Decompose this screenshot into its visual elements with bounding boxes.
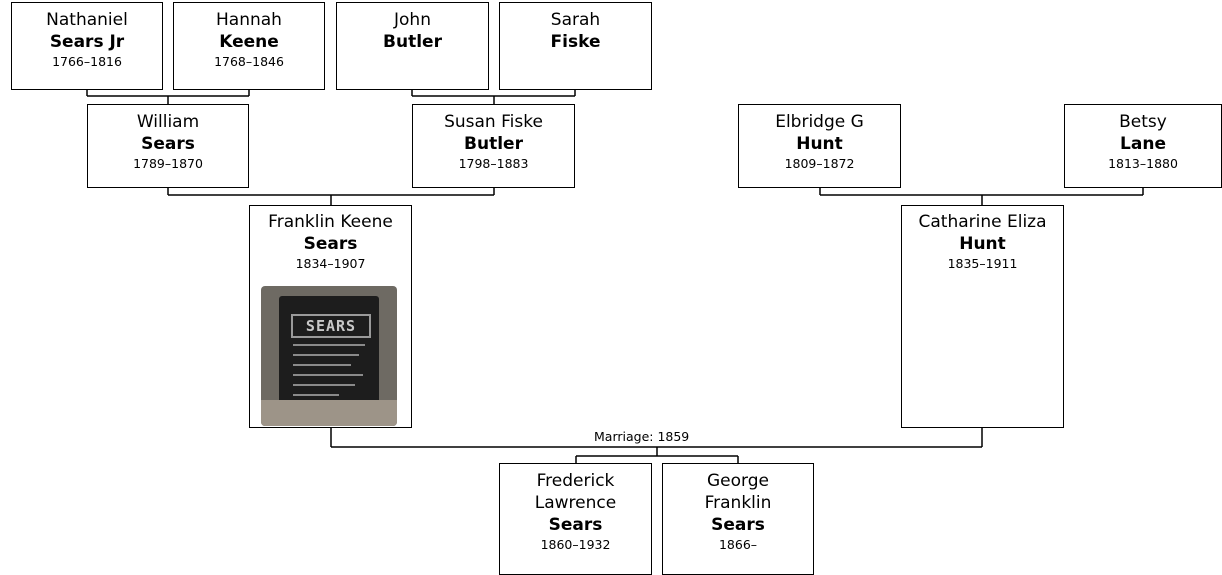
given-name: Franklin Keene [268, 212, 393, 232]
surname: Fiske [550, 32, 601, 52]
life-dates: 1813–1880 [1108, 156, 1178, 171]
surname: Sears [303, 234, 358, 254]
given-name: Hannah [216, 10, 282, 30]
surname: Keene [219, 32, 279, 52]
person-card-nathaniel[interactable]: Nathaniel Sears Jr 1766–1816 [11, 2, 163, 90]
surname: Hunt [796, 134, 843, 154]
marriage-label: Marriage: 1859 [592, 429, 692, 445]
ground [261, 400, 397, 426]
given-name: Sarah [550, 10, 601, 30]
person-card-hannah[interactable]: Hannah Keene 1768–1846 [173, 2, 325, 90]
person-card-franklin[interactable]: Franklin Keene Sears 1834–1907 SEARS [249, 205, 412, 428]
person-card-frederick[interactable]: Frederick Lawrence Sears 1860–1932 [499, 463, 652, 575]
life-dates: 1866– [718, 537, 758, 552]
person-card-sarah[interactable]: Sarah Fiske [499, 2, 652, 90]
life-dates: 1860–1932 [540, 537, 611, 552]
life-dates: 1809–1872 [784, 156, 855, 171]
given-name: Catharine Eliza [918, 212, 1047, 232]
surname: Sears [711, 515, 765, 535]
surname: Sears [548, 515, 603, 535]
given-name-line1: Frederick [536, 471, 615, 491]
surname: Sears Jr [49, 32, 125, 52]
life-dates: 1835–1911 [947, 256, 1018, 271]
life-dates: 1834–1907 [295, 256, 366, 271]
given-name-line1: George [707, 471, 769, 491]
person-card-john[interactable]: John Butler [336, 2, 489, 90]
given-name: Betsy [1119, 112, 1167, 132]
person-card-william[interactable]: William Sears 1789–1870 [87, 104, 249, 188]
given-name: John [394, 10, 431, 30]
headstone-inscription: SEARS [291, 314, 371, 338]
person-card-susan[interactable]: Susan Fiske Butler 1798–1883 [412, 104, 575, 188]
headstone: SEARS [279, 296, 379, 418]
surname: Butler [464, 134, 523, 154]
surname: Lane [1120, 134, 1166, 154]
person-card-elbridge[interactable]: Elbridge G Hunt 1809–1872 [738, 104, 901, 188]
given-name: Nathaniel [46, 10, 128, 30]
given-name: Susan Fiske [444, 112, 543, 132]
surname: Butler [383, 32, 442, 52]
life-dates: 1789–1870 [133, 156, 203, 171]
given-name-line2: Lawrence [534, 493, 617, 513]
life-dates: 1768–1846 [214, 54, 284, 69]
headstone-photo[interactable]: SEARS [261, 286, 397, 426]
person-card-george[interactable]: George Franklin Sears 1866– [662, 463, 814, 575]
person-card-betsy[interactable]: Betsy Lane 1813–1880 [1064, 104, 1222, 188]
person-card-catharine[interactable]: Catharine Eliza Hunt 1835–1911 [901, 205, 1064, 428]
given-name: Elbridge G [775, 112, 864, 132]
life-dates: 1766–1816 [52, 54, 122, 69]
given-name: William [136, 112, 200, 132]
surname: Sears [141, 134, 195, 154]
given-name-line2: Franklin [704, 493, 772, 513]
life-dates: 1798–1883 [458, 156, 529, 171]
surname: Hunt [959, 234, 1006, 254]
